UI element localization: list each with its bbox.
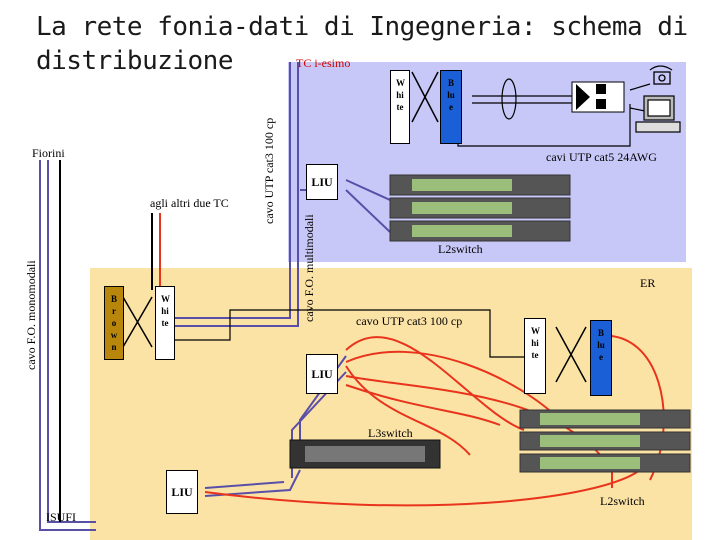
white-block-top-label: White — [396, 78, 405, 112]
switch-l2-bottom — [519, 409, 691, 473]
l2switch-top-label: L2switch — [438, 242, 483, 256]
fiorini-label: Fiorini — [32, 146, 65, 160]
patch-module — [571, 81, 625, 113]
cavo-utp-top-label: cavo UTP cat3 100 cp — [262, 117, 276, 224]
white-block-left-label: White — [161, 294, 170, 328]
page-title-line2: distribuzione — [36, 46, 234, 76]
blue-block-right: Blue — [590, 320, 612, 396]
l3switch-label: L3switch — [368, 426, 413, 440]
brown-block-label: Brown — [110, 294, 118, 352]
uplink-lines — [59, 160, 161, 522]
tc-iesimo-label: TC i-esimo — [296, 56, 351, 70]
agli-altri-label: agli altri due TC — [150, 196, 229, 210]
liu-bottom: LIU — [166, 470, 198, 514]
cavo-fo-mono-label: cavo F.O. monomodali — [24, 260, 38, 370]
utp-line-mid — [175, 309, 524, 358]
brown-block: Brown — [104, 286, 124, 360]
computer-icon — [635, 95, 681, 133]
white-block-left: White — [155, 286, 175, 360]
telephone-icon — [649, 65, 673, 85]
cavo-utp-mid-label: cavo UTP cat3 100 cp — [356, 314, 463, 328]
white-block-top: White — [390, 70, 410, 144]
liu-top: LIU — [306, 164, 338, 200]
white-block-right-label: White — [531, 326, 540, 360]
l2switch-bottom-label: L2switch — [600, 494, 645, 508]
er-label: ER — [640, 276, 656, 290]
switch-l2-top — [389, 174, 571, 242]
white-block-right: White — [524, 318, 546, 394]
blue-block-top-label: Blue — [447, 78, 455, 112]
page-title-line1: La rete fonia-dati di Ingegneria: schema… — [36, 12, 688, 42]
isufi-label: ISUFI — [46, 510, 77, 524]
blue-block-top: Blue — [440, 70, 462, 144]
blue-block-right-label: Blue — [597, 328, 605, 362]
switch-l3 — [289, 439, 441, 469]
cavo-fo-multi-label: cavo F.O. multimodali — [302, 214, 316, 322]
cavi-utp-cat5-label: cavi UTP cat5 24AWG — [546, 150, 657, 164]
liu-mid: LIU — [306, 354, 338, 394]
fiber-cables — [39, 62, 391, 531]
cross-connect-x-icons — [122, 71, 587, 383]
